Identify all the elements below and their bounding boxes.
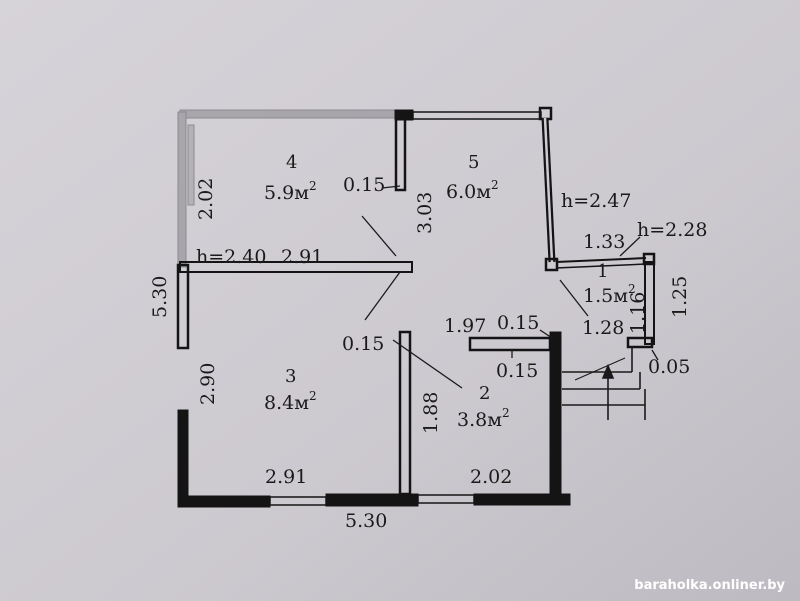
wall-room1-bottom	[626, 336, 654, 349]
room4-width: 2.91	[281, 246, 323, 268]
leader-lines	[361, 185, 659, 389]
wall-thickness-a: 0.15	[343, 174, 385, 196]
labels: 4 5.9м2 2.02 h=2.40 2.91 0.15 5 6.0м2 3.…	[149, 152, 707, 532]
room4-area: 5.9м2	[264, 179, 317, 204]
room1-inner-depth: 1.16	[627, 292, 649, 334]
room1-height: h=2.28	[637, 219, 707, 241]
wall-left-upper	[176, 263, 190, 350]
stair-arrow-head	[601, 363, 615, 379]
stairs	[562, 347, 646, 420]
room1-width: 1.33	[583, 231, 625, 253]
room1-depth: 1.25	[669, 276, 691, 318]
room3-area: 8.4м2	[264, 389, 317, 414]
room5-depth: 3.03	[414, 192, 436, 234]
room4-number: 4	[286, 152, 297, 173]
room2-area: 3.8м2	[457, 406, 510, 431]
column-room1	[642, 252, 656, 266]
room3-width: 2.91	[265, 466, 307, 488]
watermark: baraholka.onliner.by	[634, 578, 785, 593]
room4-height: h=2.40	[196, 246, 266, 268]
wall-room1-right	[644, 261, 655, 345]
wall-thickness-b: 0.15	[342, 333, 384, 355]
step-depth: 0.05	[648, 356, 690, 378]
room2-number: 2	[479, 383, 490, 404]
wall-room1-top-2	[555, 263, 647, 269]
wall-bottom-right	[473, 493, 571, 506]
partition-43	[179, 261, 413, 273]
wall-right-room2	[549, 331, 562, 505]
wall-thickness-c: 0.15	[497, 312, 539, 334]
wall-room5-right-inner	[543, 117, 554, 263]
wall-room4-left-faint	[177, 111, 187, 268]
room5-height: h=2.47	[561, 190, 631, 212]
wall-room4-top-faint	[179, 109, 396, 119]
wall-bottom-left	[177, 495, 271, 508]
room2-wall-length: 1.97	[444, 315, 486, 337]
wall-bottom-mid	[325, 493, 419, 507]
room3-number: 3	[285, 366, 296, 387]
room1-number: 1	[597, 261, 608, 282]
wall-room1-top	[555, 257, 647, 263]
walls	[176, 106, 656, 508]
column-mid-right	[544, 257, 559, 272]
room2-depth: 1.88	[420, 392, 442, 434]
room4-depth: 2.02	[195, 178, 217, 220]
wall-left-lower	[177, 409, 189, 508]
overall-depth: 5.30	[149, 276, 171, 318]
room3-depth: 2.90	[197, 363, 219, 405]
partition-room2-top	[468, 336, 552, 352]
room5-number: 5	[468, 152, 479, 173]
room1-width-lower: 1.28	[582, 317, 624, 339]
room1-area: 1.5м2	[583, 282, 636, 307]
partition-45	[394, 116, 407, 192]
overall-width: 5.30	[345, 510, 387, 532]
partition-32	[398, 330, 412, 496]
room5-area: 6.0м2	[446, 178, 499, 203]
wall-thickness-d: 0.15	[496, 360, 538, 382]
room2-width: 2.02	[470, 466, 512, 488]
wall-room4-left-faint-inner	[187, 124, 195, 206]
